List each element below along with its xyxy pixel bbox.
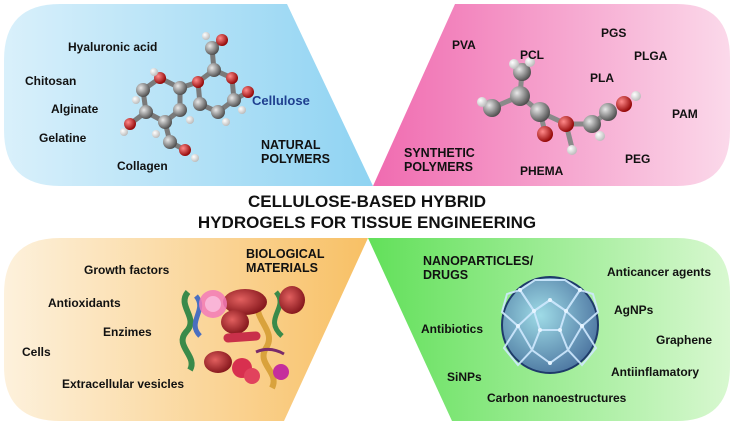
biological-item-enzimes: Enzimes — [103, 325, 152, 339]
cellulose-molecule-illustration — [120, 32, 254, 162]
synthetic-item-pgs: PGS — [601, 26, 627, 40]
natural-item-alginate: Alginate — [51, 102, 99, 116]
natural-item-chitosan: Chitosan — [25, 74, 77, 88]
natural-polymers-heading: NATURAL POLYMERS — [261, 138, 330, 167]
synthetic-item-plga: PLGA — [634, 49, 668, 63]
synthetic-item-pam: PAM — [672, 107, 698, 121]
nano-item-anticancer-agents: Anticancer agents — [607, 265, 712, 279]
synthetic-item-pla: PLA — [590, 71, 614, 85]
synthetic-polymers-heading-line2: POLYMERS — [404, 160, 474, 175]
biological-item-antioxidants: Antioxidants — [48, 296, 121, 310]
natural-item-hyaluronic-acid: Hyaluronic acid — [68, 40, 158, 54]
fullerene-illustration — [500, 276, 600, 374]
nano-item-carbon-nanoestructures: Carbon nanoestructures — [487, 391, 627, 405]
synthetic-polymers-heading-line1: SYNTHETIC — [404, 146, 475, 160]
natural-polymers-heading-line1: NATURAL — [261, 138, 321, 152]
diagram-title-line1: CELLULOSE-BASED HYBRID — [247, 192, 486, 211]
synthetic-item-pva: PVA — [452, 38, 476, 52]
synthetic-polymers-heading: SYNTHETIC POLYMERS — [404, 146, 475, 175]
diagram-title: CELLULOSE-BASED HYBRID HYDROGELS FOR TIS… — [150, 191, 584, 234]
nano-item-graphene: Graphene — [656, 333, 713, 347]
natural-polymers-heading-line2: POLYMERS — [261, 152, 331, 167]
nanoparticles-drugs-heading-line1: NANOPARTICLES/ — [423, 254, 534, 268]
biological-materials-illustration — [179, 286, 305, 390]
nanoparticles-drugs-heading: NANOPARTICLES/ DRUGS — [423, 254, 533, 283]
synthetic-item-pcl: PCL — [520, 48, 544, 62]
synthetic-item-peg: PEG — [625, 152, 651, 166]
biological-item-extracellular-vesicles: Extracellular vesicles — [62, 377, 185, 391]
nano-item-antibiotics: Antibiotics — [421, 322, 483, 336]
nano-item-agnps: AgNPs — [614, 303, 654, 317]
cellulose-label: Cellulose — [252, 93, 310, 108]
natural-item-gelatine: Gelatine — [39, 131, 87, 145]
natural-polymers-panel — [4, 4, 373, 186]
biological-materials-heading-line1: BIOLOGICAL — [246, 247, 325, 261]
synthetic-polymers-panel — [373, 4, 730, 186]
biological-materials-heading-line2: MATERIALS — [246, 261, 318, 276]
biological-item-growth-factors: Growth factors — [84, 263, 170, 277]
diagram-title-line2: HYDROGELS FOR TISSUE ENGINEERING — [197, 213, 537, 233]
nano-item-sinps: SiNPs — [447, 370, 482, 384]
nanoparticles-drugs-heading-line2: DRUGS — [423, 268, 469, 283]
synthetic-item-phema: PHEMA — [520, 164, 564, 178]
phema-molecule-illustration — [477, 57, 641, 155]
nano-item-antiinflamatory: Antiinflamatory — [611, 365, 700, 379]
biological-materials-heading: BIOLOGICAL MATERIALS — [246, 247, 324, 276]
biological-item-cells: Cells — [22, 345, 51, 359]
natural-item-collagen: Collagen — [117, 159, 168, 173]
